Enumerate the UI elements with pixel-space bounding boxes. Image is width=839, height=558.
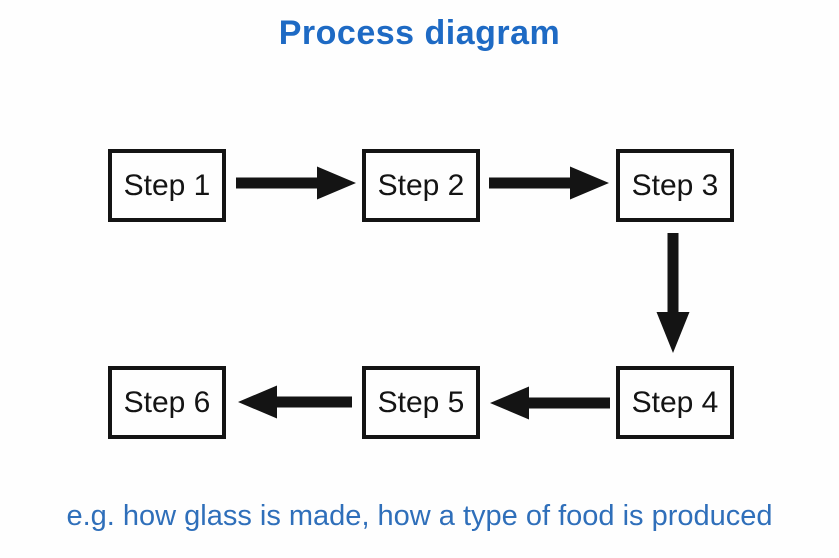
step-box-3: Step 3 bbox=[616, 149, 734, 222]
step-box-2: Step 2 bbox=[362, 149, 480, 222]
arrow-step3-to-step4-icon bbox=[656, 233, 690, 353]
step-box-6: Step 6 bbox=[108, 366, 226, 439]
step-box-1: Step 1 bbox=[108, 149, 226, 222]
arrow-step1-to-step2-icon bbox=[236, 166, 356, 200]
arrow-step2-to-step3-icon bbox=[489, 166, 609, 200]
arrow-step4-to-step5-icon bbox=[490, 386, 610, 420]
step-label-5: Step 5 bbox=[377, 385, 465, 419]
step-label-1: Step 1 bbox=[123, 168, 211, 202]
caption: e.g. how glass is made, how a type of fo… bbox=[66, 500, 773, 532]
step-label-3: Step 3 bbox=[631, 168, 719, 202]
step-box-5: Step 5 bbox=[362, 366, 480, 439]
arrow-step5-to-step6-icon bbox=[238, 385, 352, 419]
step-box-4: Step 4 bbox=[616, 366, 734, 439]
step-label-6: Step 6 bbox=[123, 385, 211, 419]
page-title: Process diagram bbox=[278, 14, 561, 52]
step-label-4: Step 4 bbox=[631, 385, 719, 419]
step-label-2: Step 2 bbox=[377, 168, 465, 202]
